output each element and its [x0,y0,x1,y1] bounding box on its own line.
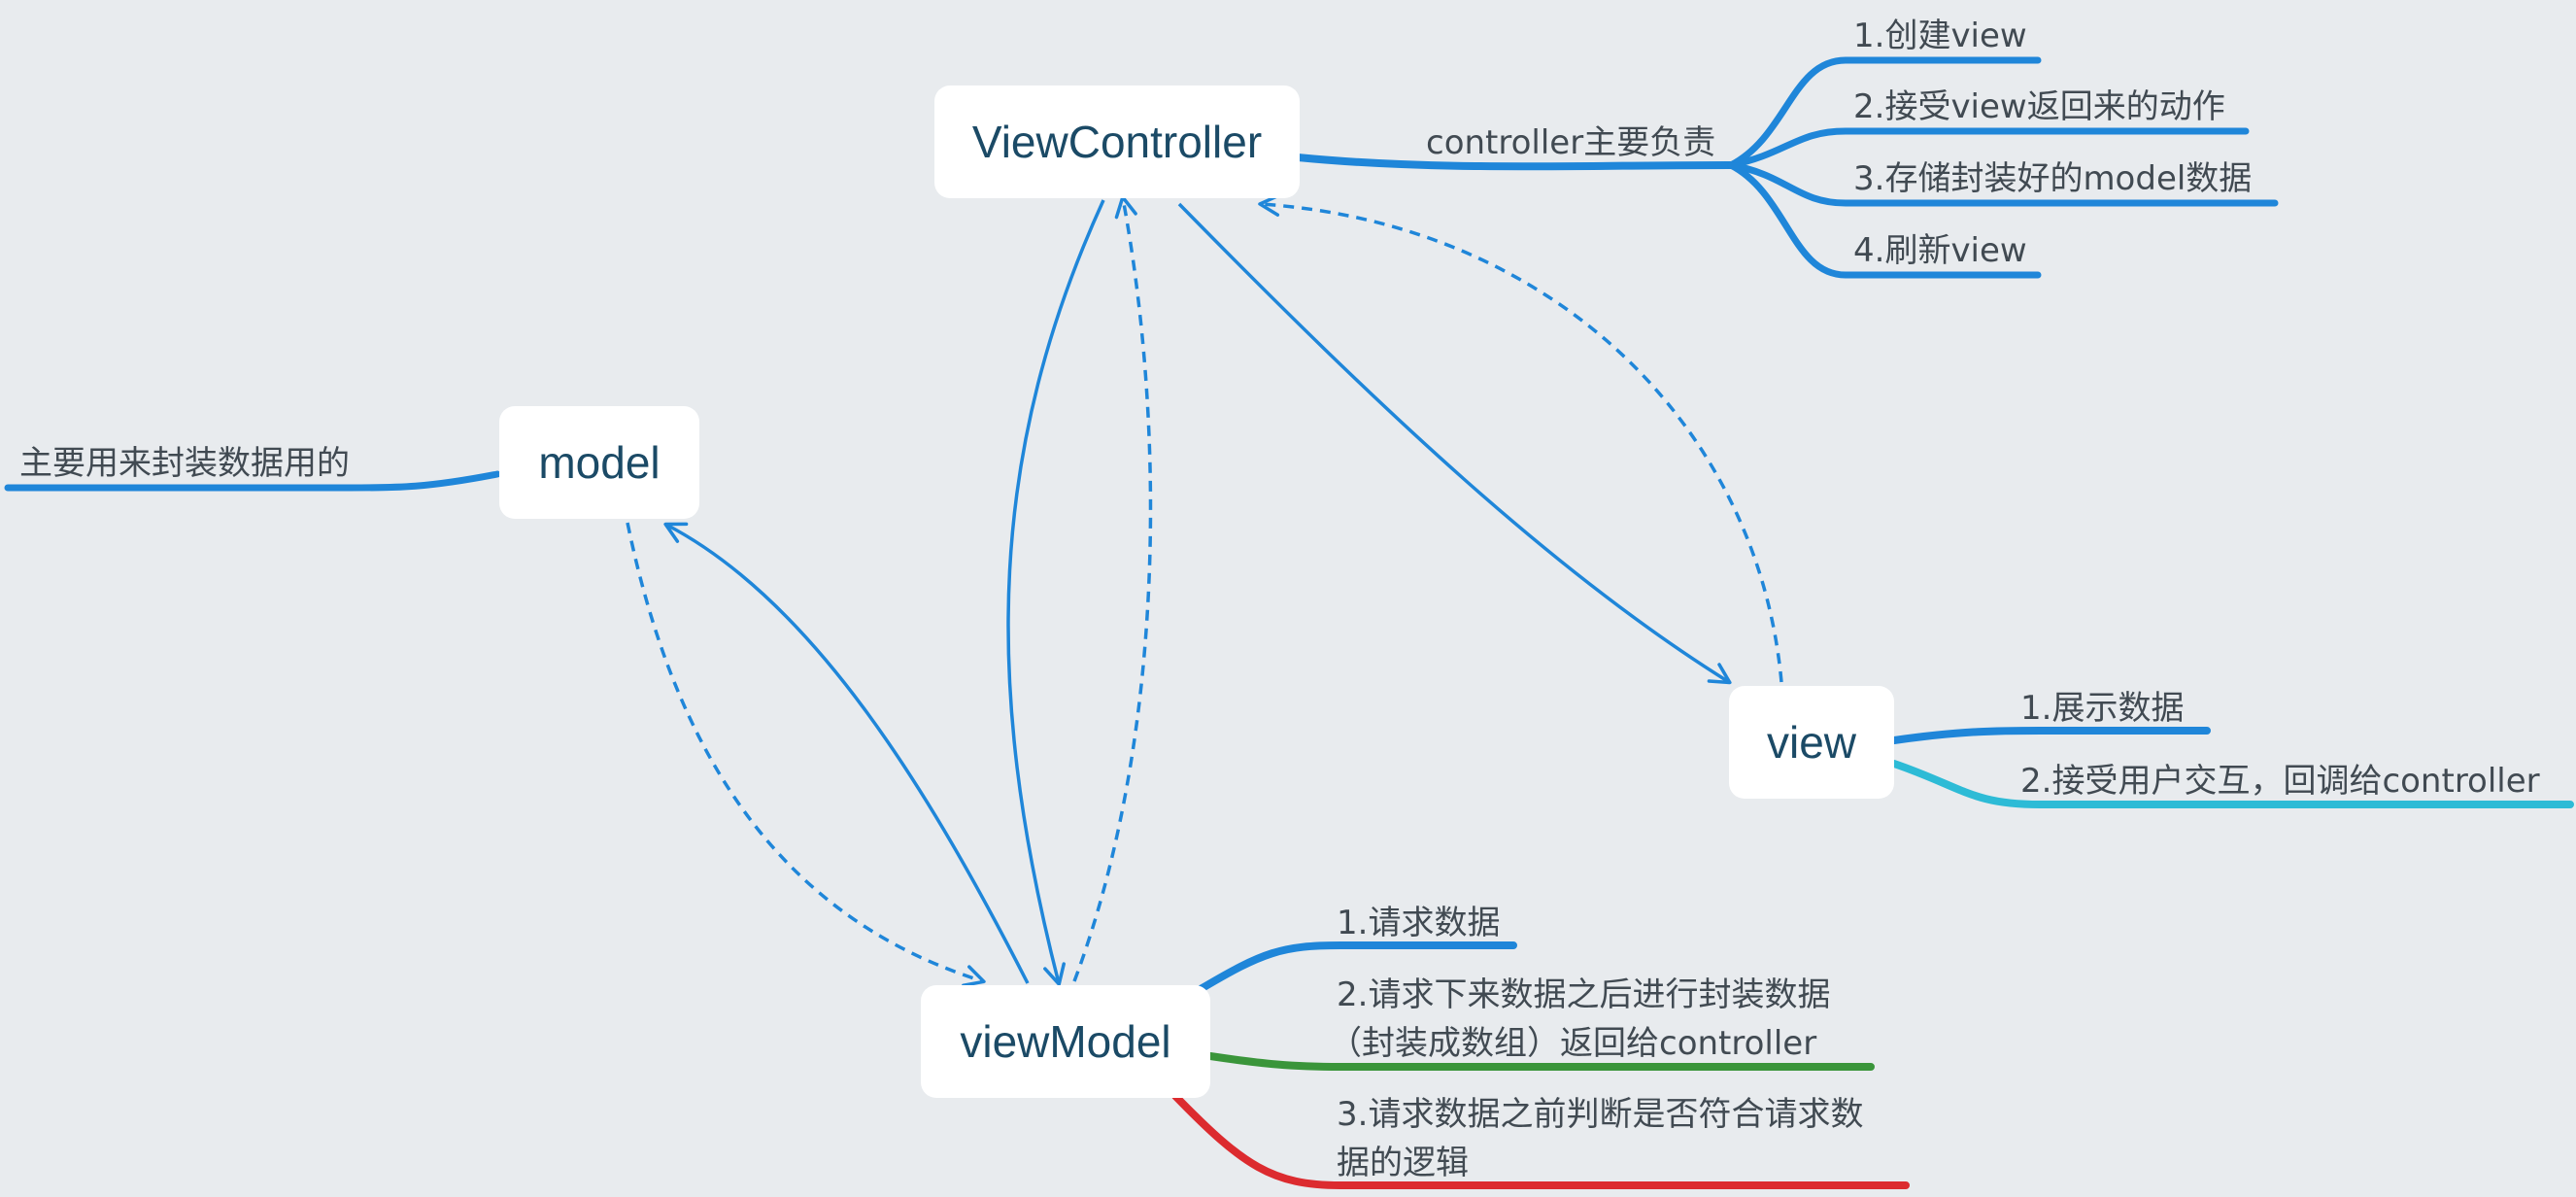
view-node[interactable]: view [1729,686,1894,799]
view-item-1-branch [1890,727,2211,744]
view-model-item-1-label: 1.请求数据 [1337,904,1500,942]
view-item-2-branch [1890,760,2574,808]
view-controller-label: ViewController [972,117,1262,167]
view-controller-node[interactable]: ViewController [934,86,1300,198]
view-item-label: 2.接受用户交互，回调给controller [2020,762,2540,801]
view-model-item-3-label-line1: 3.请求数据之前判断是否符合请求数 [1337,1095,1863,1134]
controller-item-4-branch [1727,161,2042,279]
controller-topic-label: controller主要负责 [1426,123,1715,162]
view-model-item-2-label-line1: 2.请求下来数据之后进行封装数据 [1337,975,1830,1014]
controller-item-label: 3.存储封装好的model数据 [1853,159,2252,198]
model-node[interactable]: model [499,406,699,519]
view-label: view [1767,717,1857,768]
view-model-label: viewModel [960,1016,1170,1067]
view-model-item-2-branch [1206,1052,1875,1071]
view-model-to-controller-arrow [1072,195,1153,982]
view-model-node[interactable]: viewModel [921,985,1210,1098]
controller-item-1-branch [1727,56,2042,169]
view-item-label: 1.展示数据 [2020,689,2184,728]
view-to-controller-arrow [1258,193,1783,683]
model-note-label: 主要用来封装数据用的 [19,444,350,483]
controller-item-label: 1.创建view [1853,17,2027,55]
view-model-item-1-branch [1197,941,1517,993]
controller-to-view-arrow [1177,202,1732,685]
view-model-to-model-arrow [663,522,1030,984]
controller-item-2-branch [1727,127,2250,169]
model-to-view-model-arrow [626,522,986,987]
controller-item-label: 2.接受view返回来的动作 [1853,87,2225,126]
controller-item-3-branch [1727,161,2279,207]
view-model-item-3-label-line2: 据的逻辑 [1337,1144,1469,1182]
controller-topic-branch [1294,154,1735,171]
controller-item-label: 4.刷新view [1853,231,2027,270]
controller-to-view-model-arrow [1006,199,1105,986]
model-note-branch [4,470,501,492]
model-label: model [538,437,660,488]
view-model-item-2-label-line2: （封装成数组）返回给controller [1329,1024,1816,1063]
view-model-item-3-branch [1171,1092,1910,1189]
